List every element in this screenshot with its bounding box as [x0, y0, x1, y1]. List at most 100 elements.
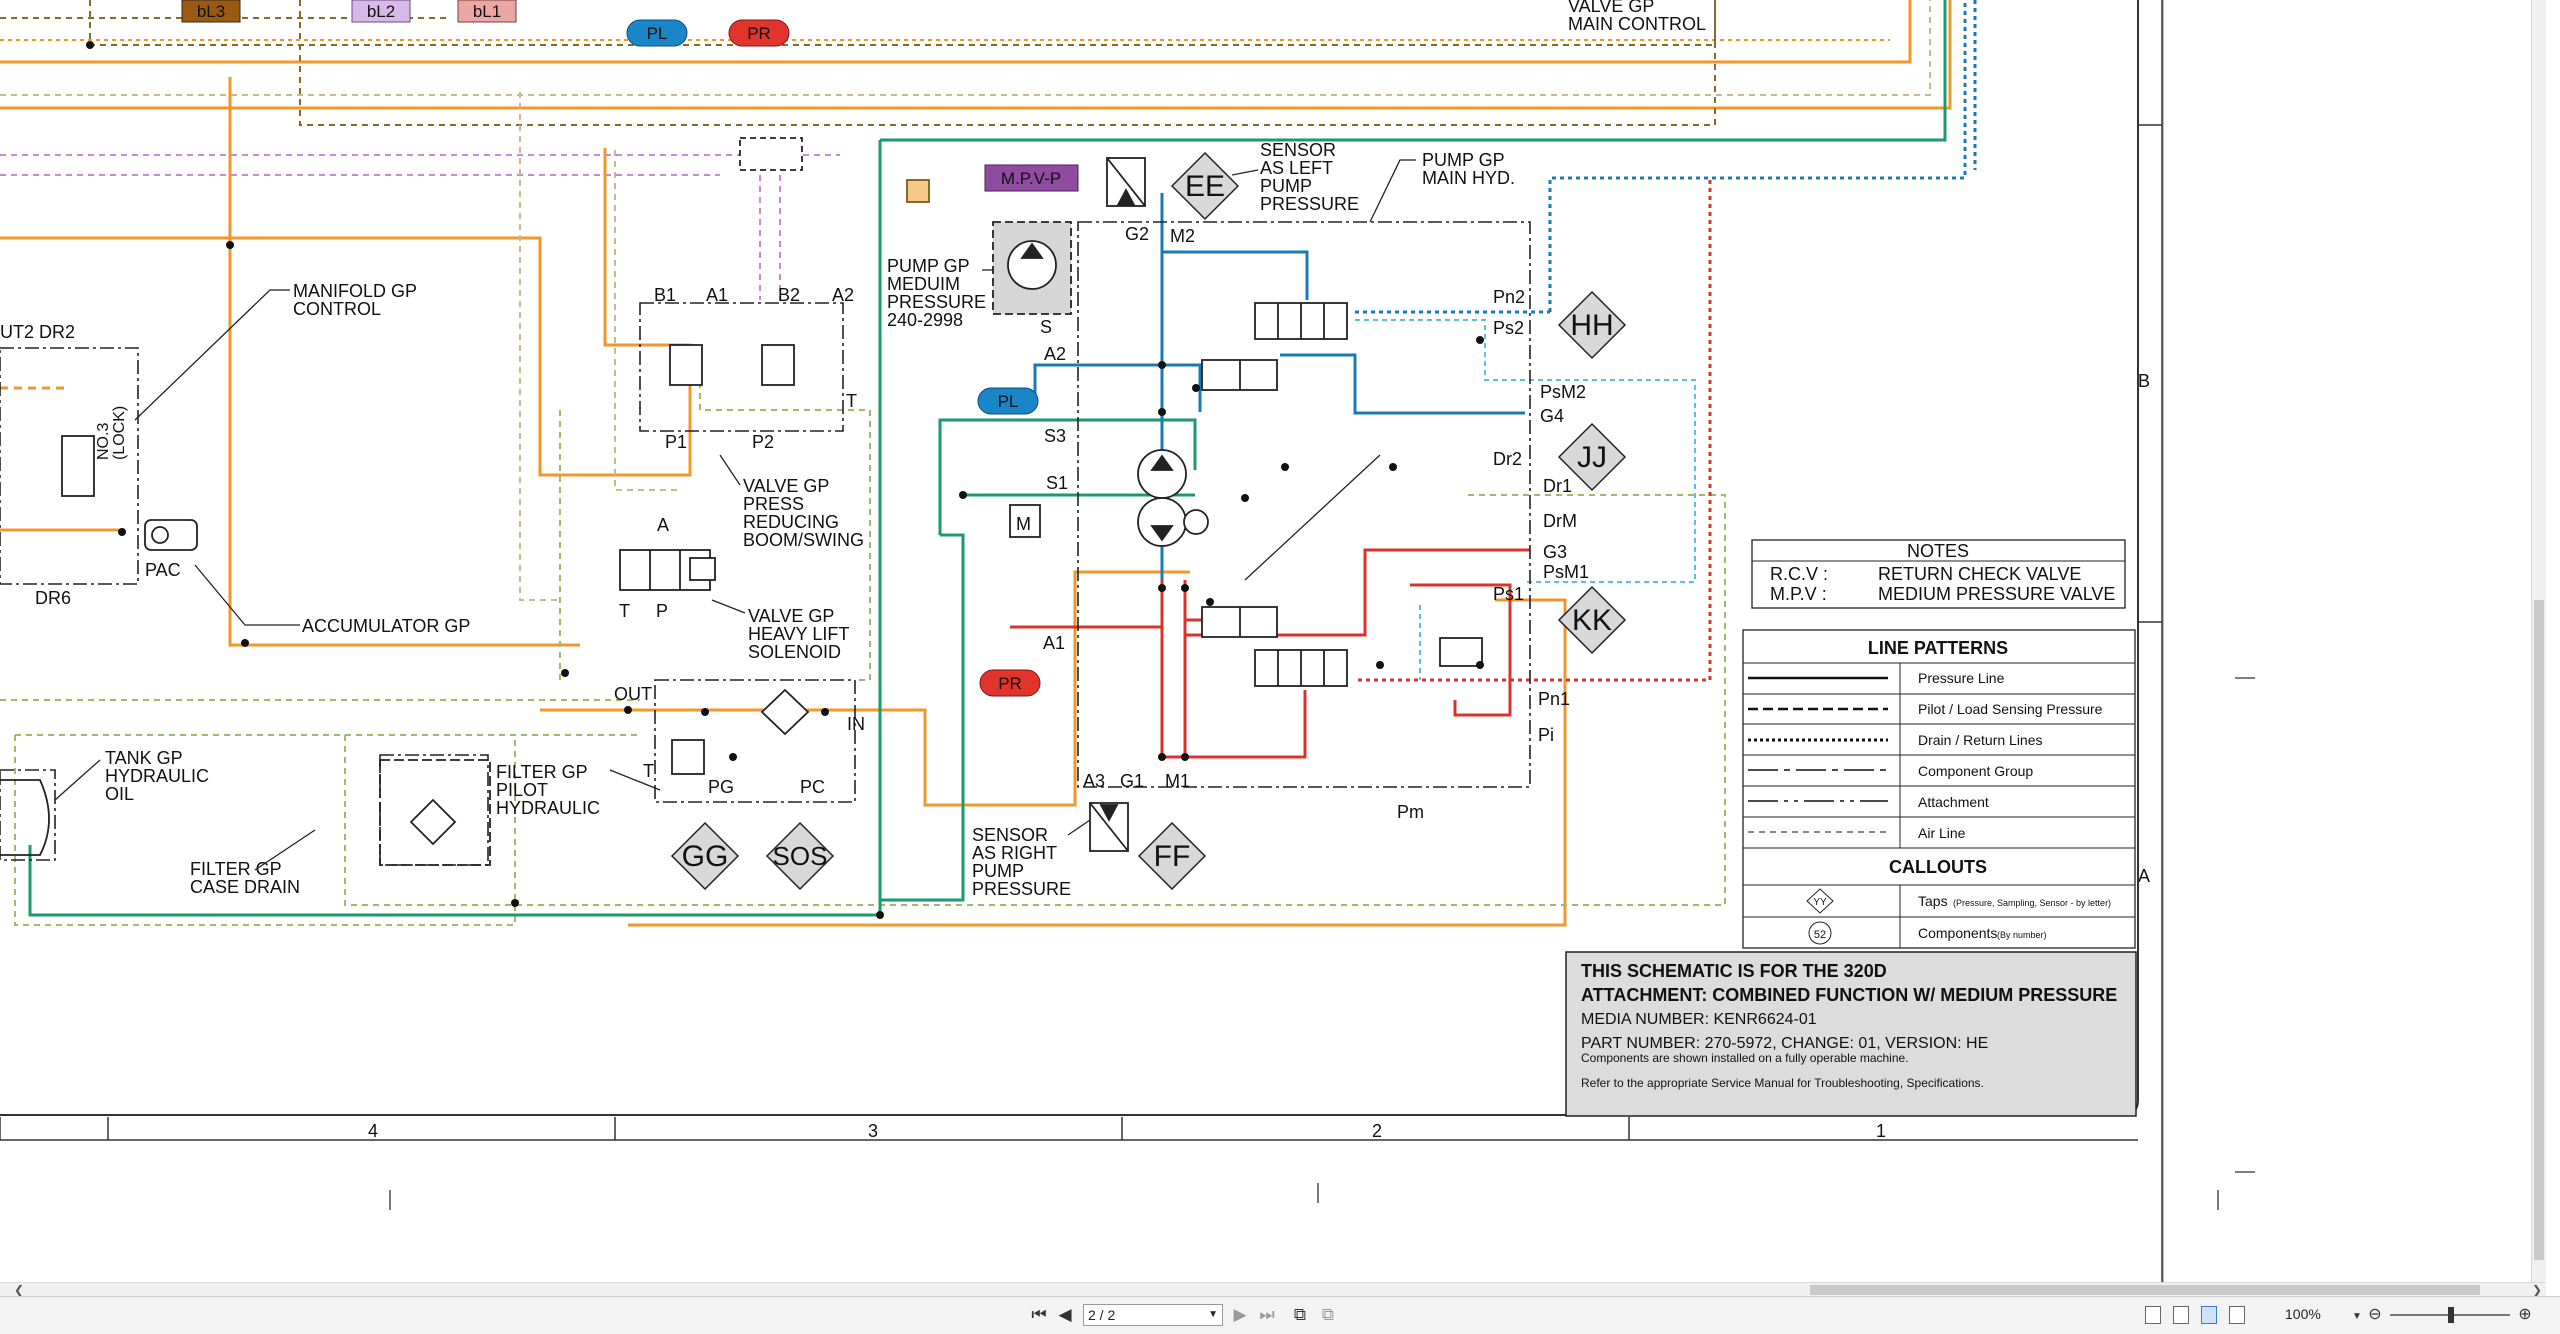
svg-text:JJ: JJ: [1577, 441, 1607, 474]
zoom-dropdown-icon[interactable]: ▼: [2352, 1311, 2362, 1322]
svg-text:THIS SCHEMATIC IS FOR THE 320D: THIS SCHEMATIC IS FOR THE 320D: [1581, 961, 1887, 981]
single-page-view-icon[interactable]: [2145, 1306, 2161, 1324]
pressure-reducing-valve-b2: [761, 344, 795, 386]
scroll-left-arrow-icon[interactable]: ❮: [14, 1283, 25, 1297]
label-no3-lock: NO.3(LOCK): [95, 406, 128, 460]
svg-text:PsM1: PsM1: [1543, 562, 1589, 582]
svg-text:Dr2: Dr2: [1493, 449, 1522, 469]
svg-text:DrM: DrM: [1543, 511, 1577, 531]
tap-gg: GG: [670, 821, 740, 891]
svg-text:3: 3: [868, 1121, 878, 1141]
horizontal-scrollbar[interactable]: ❮ ❯: [0, 1282, 2546, 1297]
label-pm: Pm: [1397, 802, 1424, 822]
cover-view-icon[interactable]: [2229, 1306, 2245, 1324]
svg-text:NOTES: NOTES: [1907, 541, 1969, 561]
svg-text:Pn1: Pn1: [1538, 689, 1570, 709]
zoom-out-icon[interactable]: ⊖: [2368, 1306, 2382, 1323]
zoom-in-icon[interactable]: ⊕: [2518, 1306, 2532, 1323]
svg-text:2: 2: [1372, 1121, 1382, 1141]
callout-tap-symbol: [1806, 888, 1834, 914]
last-page-icon[interactable]: ⏭: [1259, 1305, 1275, 1324]
horizontal-scrollbar-thumb[interactable]: [1810, 1285, 2480, 1295]
svg-text:A3: A3: [1083, 771, 1105, 791]
svg-text:Pi: Pi: [1538, 725, 1554, 745]
svg-text:A1: A1: [706, 285, 728, 305]
previous-view-icon[interactable]: ⧉: [1293, 1305, 1307, 1324]
vertical-scrollbar-thumb[interactable]: [2534, 600, 2544, 1260]
badge-mpvp: [984, 164, 1079, 192]
previous-page-icon[interactable]: ◀: [1058, 1305, 1072, 1324]
svg-text:G1: G1: [1120, 771, 1144, 791]
svg-text:Attachment: Attachment: [1918, 794, 1989, 810]
svg-text:Components are shown installed: Components are shown installed on a full…: [1581, 1051, 1909, 1065]
svg-text:A2: A2: [832, 285, 854, 305]
pressure-reducing-valve-b1: [669, 344, 703, 386]
svg-text:M.P.V :: M.P.V :: [1770, 584, 1827, 604]
scroll-right-arrow-icon[interactable]: ❯: [2531, 1283, 2542, 1297]
svg-text:LINE PATTERNS: LINE PATTERNS: [1868, 638, 2008, 658]
svg-text:(By number): (By number): [1997, 930, 2047, 940]
case-drain-filter-icon: [409, 798, 457, 846]
svg-text:S3: S3: [1044, 426, 1066, 446]
zoom-level[interactable]: 100%: [2285, 1306, 2321, 1322]
svg-text:PsM2: PsM2: [1540, 382, 1586, 402]
svg-text:4: 4: [368, 1121, 378, 1141]
next-page-icon[interactable]: ▶: [1233, 1305, 1247, 1324]
svg-text:Dr1: Dr1: [1543, 476, 1572, 496]
badge-pl: [977, 387, 1039, 415]
svg-text:Components: Components: [1918, 925, 1997, 941]
next-view-icon[interactable]: ⧉: [1321, 1305, 1335, 1324]
svg-text:A: A: [2138, 866, 2150, 886]
continuous-view-icon[interactable]: [2173, 1306, 2189, 1324]
svg-text:B: B: [2138, 371, 2150, 391]
svg-text:S1: S1: [1046, 473, 1068, 493]
medium-pressure-pump-icon: [1007, 240, 1057, 290]
svg-text:P2: P2: [752, 432, 774, 452]
notes-box: NOTES R.C.V : RETURN CHECK VALVE M.P.V :…: [1751, 539, 2126, 609]
facing-view-icon[interactable]: [2201, 1306, 2217, 1324]
svg-text:EE: EE: [1185, 170, 1225, 203]
first-page-icon[interactable]: ⏮: [1031, 1305, 1047, 1324]
svg-text:T: T: [846, 391, 857, 411]
page-number-field[interactable]: 2 / 2 ▼: [1083, 1304, 1223, 1326]
vertical-scrollbar[interactable]: [2531, 0, 2546, 1282]
svg-text:Ps1: Ps1: [1493, 584, 1524, 604]
svg-text:Drain / Return Lines: Drain / Return Lines: [1918, 732, 2043, 748]
component-groups: [0, 221, 1531, 866]
zoom-slider-knob[interactable]: [2448, 1307, 2454, 1323]
hydraulic-tank-icon: [0, 779, 50, 856]
svg-text:Pressure Line: Pressure Line: [1918, 670, 2005, 686]
svg-text:G3: G3: [1543, 542, 1567, 562]
tap-ee: EE: [1170, 151, 1240, 221]
badge-bl2: [351, 0, 411, 23]
svg-text:A1: A1: [1043, 633, 1065, 653]
label-ut2-dr2: UT2 DR2: [0, 322, 75, 342]
tap-kk: KK: [1557, 585, 1627, 655]
badge-pr: [979, 669, 1041, 697]
svg-text:M2: M2: [1170, 226, 1195, 246]
svg-text:FF: FF: [1154, 840, 1191, 873]
svg-text:B1: B1: [654, 285, 676, 305]
label-pac: PAC: [145, 560, 181, 580]
svg-text:bL3: bL3: [197, 2, 225, 21]
title-block: THIS SCHEMATIC IS FOR THE 320D ATTACHMEN…: [1565, 951, 2137, 1117]
page-dropdown-icon[interactable]: ▼: [1208, 1309, 1218, 1320]
svg-text:(Pressure, Sampling, Sensor -: (Pressure, Sampling, Sensor - by letter): [1953, 898, 2111, 908]
svg-text:PL: PL: [998, 392, 1019, 411]
page-number-value: 2 / 2: [1088, 1307, 1116, 1323]
svg-text:1: 1: [1876, 1121, 1886, 1141]
svg-text:Refer to the appropriate Servi: Refer to the appropriate Service Manual …: [1581, 1076, 1984, 1090]
junction-dots: [86, 41, 1484, 919]
svg-text:SOS: SOS: [773, 841, 828, 871]
svg-text:GG: GG: [682, 840, 729, 873]
top-badges: bL3 bL2 bL1 PL PR M.P.V-P PL PR: [181, 0, 1079, 697]
hydraulic-schematic: M: [0, 0, 2255, 1282]
